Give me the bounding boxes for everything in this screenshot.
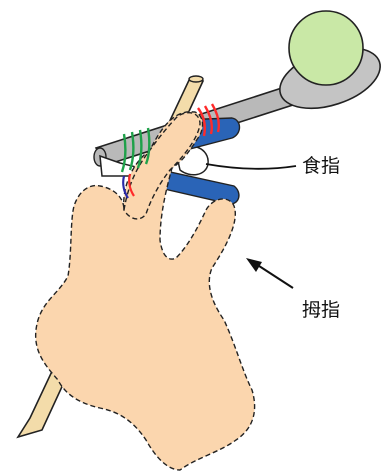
food-ball [289, 11, 363, 85]
index-finger-callout [206, 164, 296, 169]
thumb-callout-arrow [246, 258, 293, 288]
index-finger-label: 食指 [302, 155, 340, 177]
thumb-label: 拇指 [302, 299, 340, 321]
